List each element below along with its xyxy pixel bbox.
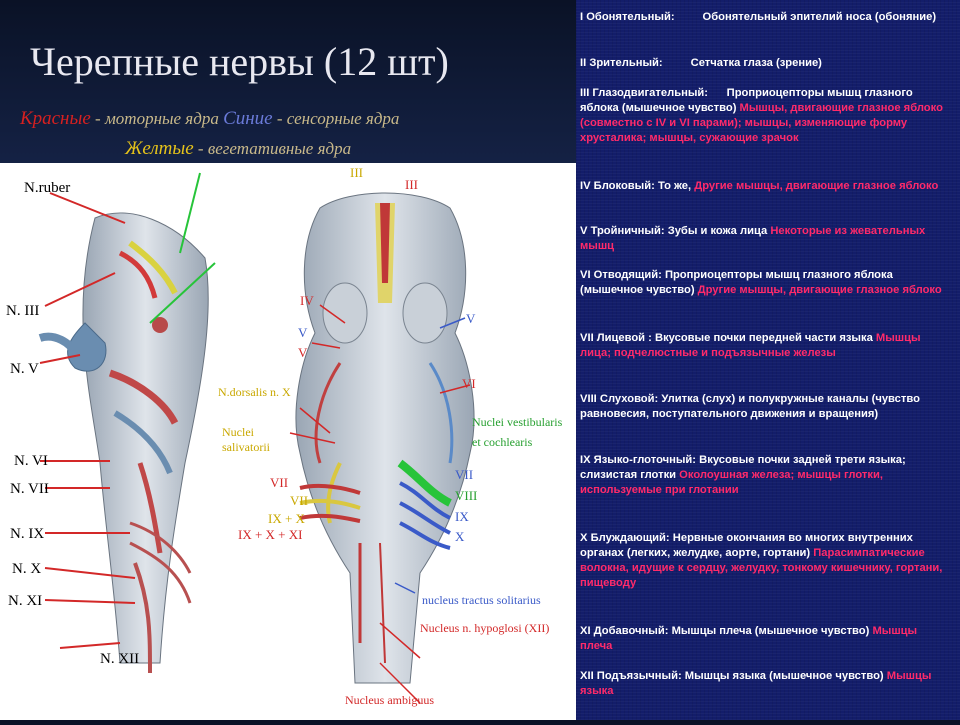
label-r-v-red: V <box>298 345 308 360</box>
nerve-v-name: V Тройничный: <box>580 225 665 237</box>
label-n-xii: N. XII <box>100 651 140 667</box>
label-r-vii-blue: VII <box>455 467 474 482</box>
legend-red-word: Красные <box>20 108 91 129</box>
label-r-x: X <box>455 529 465 544</box>
nerve-viii-sensory: Улитка (слух) и полукружные каналы (чувс… <box>580 393 920 420</box>
label-r-vi: VI <box>462 376 476 391</box>
nerve-xii: XII Подъязычный: Мышцы языка (мышечное ч… <box>580 669 952 699</box>
label-n-vi: N. VI <box>14 453 48 469</box>
label-n-vii: N. VII <box>10 481 49 497</box>
nerve-iv-sensory: То же, <box>657 180 692 192</box>
nerve-vi-name: VI Отводящий: <box>580 269 662 281</box>
label-n-x: N. X <box>12 561 42 577</box>
nerve-vii-name: VII Лицевой : <box>580 332 652 344</box>
right-arrows <box>289 304 471 704</box>
nerve-ii-sensory: Сетчатка глаза (зрение) <box>690 57 822 69</box>
nerve-vii: VII Лицевой : Вкусовые почки передней ча… <box>580 331 952 361</box>
nerve-xi-name: XI Добавочный: <box>580 625 669 637</box>
label-n-xi: N. XI <box>8 593 43 609</box>
legend-row-2: Желтые - вегетативные ядра <box>125 138 351 160</box>
nerve-vii-sensory: Вкусовые почки передней части языка <box>655 332 873 344</box>
label-r-iii-yellow: III <box>350 165 363 180</box>
nerve-x-sensory: Нервные окончания во многих внутренних о… <box>580 532 913 559</box>
legend-red-desc: - моторные ядра <box>90 109 224 128</box>
blue-arrows <box>394 317 466 594</box>
nerve-iii-sensory: Проприоцепторы мышц глазного яблока (мыш… <box>580 87 913 114</box>
label-dorsalis: N.dorsalis n. X <box>218 385 291 399</box>
nerve-x: X Блуждающий: Нервные окончания во многи… <box>580 531 952 591</box>
nerve-i: I Обонятельный: Обонятельный эпителий но… <box>580 10 952 25</box>
nerve-ix-name: IX Языко-глоточный: <box>580 454 697 466</box>
nerves-panel: I Обонятельный: Обонятельный эпителий но… <box>576 0 960 720</box>
green-pointers <box>149 172 216 324</box>
label-r-ix-x: IX + X <box>268 511 305 526</box>
sagittal-brainstem <box>38 212 209 674</box>
nerve-v-sensory: Зубы и кожа лица <box>667 225 768 237</box>
label-salivatorii: Nuclei salivatorii <box>222 425 270 454</box>
label-ambiguus: Nucleus ambiguus <box>345 693 434 707</box>
legend-blue-word: Синие <box>223 108 273 129</box>
nerve-xi-motor: Мышцы плеча <box>580 625 918 652</box>
nerve-iii-name: III Глазодвигательный: <box>580 87 708 99</box>
nerve-i-sensory: Обонятельный эпителий носа (обоняние) <box>702 11 937 23</box>
label-r-v-blue: V <box>298 325 308 340</box>
label-r-v-right: V <box>466 311 476 326</box>
nerve-vi: VI Отводящий: Проприоцепторы мышц глазно… <box>580 268 952 298</box>
label-n-iii: N. III <box>6 303 40 319</box>
nerve-iii: III Глазодвигательный: Проприоцепторы мы… <box>580 86 952 146</box>
label-r-iv: IV <box>300 293 314 308</box>
nerve-x-name: X Блуждающий: <box>580 532 670 544</box>
legend-row-1: Красные - моторные ядра Синие - сенсорны… <box>20 108 399 130</box>
nerve-ix-sensory: Вкусовые почки задней трети языка; слизи… <box>580 454 906 481</box>
nerve-vi-sensory: Проприоцепторы мышц глазного яблока (мыш… <box>580 269 893 296</box>
nerve-xii-sensory: Мышцы языка (мышечное чувство) <box>684 670 884 682</box>
nerve-x-motor: Парасимпатические волокна, идущие к серд… <box>580 547 943 589</box>
nerve-ii: II Зрительный: Сетчатка глаза (зрение) <box>580 56 952 71</box>
label-r-vii-left: VII <box>270 475 289 490</box>
nerve-iii-motor: Мышцы, двигающие глазное яблоко (совмест… <box>580 102 943 144</box>
label-tractus-solitarius: nucleus tractus solitarius <box>422 593 541 607</box>
nerve-vi-motor: Другие мышцы, двигающие глазное яблоко <box>697 284 942 296</box>
nerve-viii: VIII Слуховой: Улитка (слух) и полукружн… <box>580 392 952 422</box>
label-vestibularis: Nuclei vestibularis <box>472 415 563 429</box>
nerve-xi: XI Добавочный: Мышцы плеча (мышечное чув… <box>580 624 952 654</box>
legend-yellow-word: Желтые <box>125 138 194 159</box>
label-r-ix: IX <box>455 509 469 524</box>
label-r-vii-yellow: VII <box>290 493 309 508</box>
nerve-viii-name: VIII Слуховой: <box>580 393 659 405</box>
dorsal-brainstem <box>295 192 475 684</box>
nerve-xii-name: XII Подъязычный: <box>580 670 682 682</box>
nerve-xi-sensory: Мышцы плеча (мышечное чувство) <box>671 625 870 637</box>
label-n-ix: N. IX <box>10 526 45 542</box>
nerve-vii-motor: Мышцы лица; подчелюстные и подъязычные ж… <box>580 332 921 359</box>
label-r-iii-red: III <box>405 177 418 192</box>
label-hypoglossi: Nucleus n. hypoglosi (XII) <box>420 621 550 635</box>
brainstem-illustration <box>38 172 475 704</box>
slide-title: Черепные нервы (12 шт) <box>30 39 449 84</box>
label-n-v: N. V <box>10 361 39 377</box>
brainstem-figure: N.ruber N. III N. V N. VI N. VII N. IX N… <box>0 163 576 720</box>
label-n-ruber: N.ruber <box>24 180 71 196</box>
nerve-v-motor: Некоторые из жевательных мышц <box>580 225 926 252</box>
nerve-v: V Тройничный: Зубы и кожа лица Некоторые… <box>580 224 952 254</box>
legend-blue-desc: - сенсорные ядра <box>272 109 400 128</box>
legend-yellow-desc: - вегетативные ядра <box>193 139 352 158</box>
nerve-xii-motor: Мышцы языка <box>580 670 932 697</box>
nerve-i-name: I Обонятельный: <box>580 11 675 23</box>
nerve-iv: IV Блоковый: То же, Другие мышцы, двигаю… <box>580 179 952 194</box>
nerve-iv-motor: Другие мышцы, двигающие глазное яблоко <box>694 180 939 192</box>
nerve-ix-motor: Околоушная железа; мышцы глотки, использ… <box>580 469 883 496</box>
nerve-ix: IX Языко-глоточный: Вкусовые почки задне… <box>580 453 952 498</box>
label-r-ix-x-xi: IX + X + XI <box>238 527 303 542</box>
label-r-viii: VIII <box>455 488 478 503</box>
left-arrows <box>39 192 136 649</box>
nerve-ii-name: II Зрительный: <box>580 57 663 69</box>
nerve-iv-name: IV Блоковый: <box>580 180 655 192</box>
label-cochlearis: et cochlearis <box>472 435 533 449</box>
